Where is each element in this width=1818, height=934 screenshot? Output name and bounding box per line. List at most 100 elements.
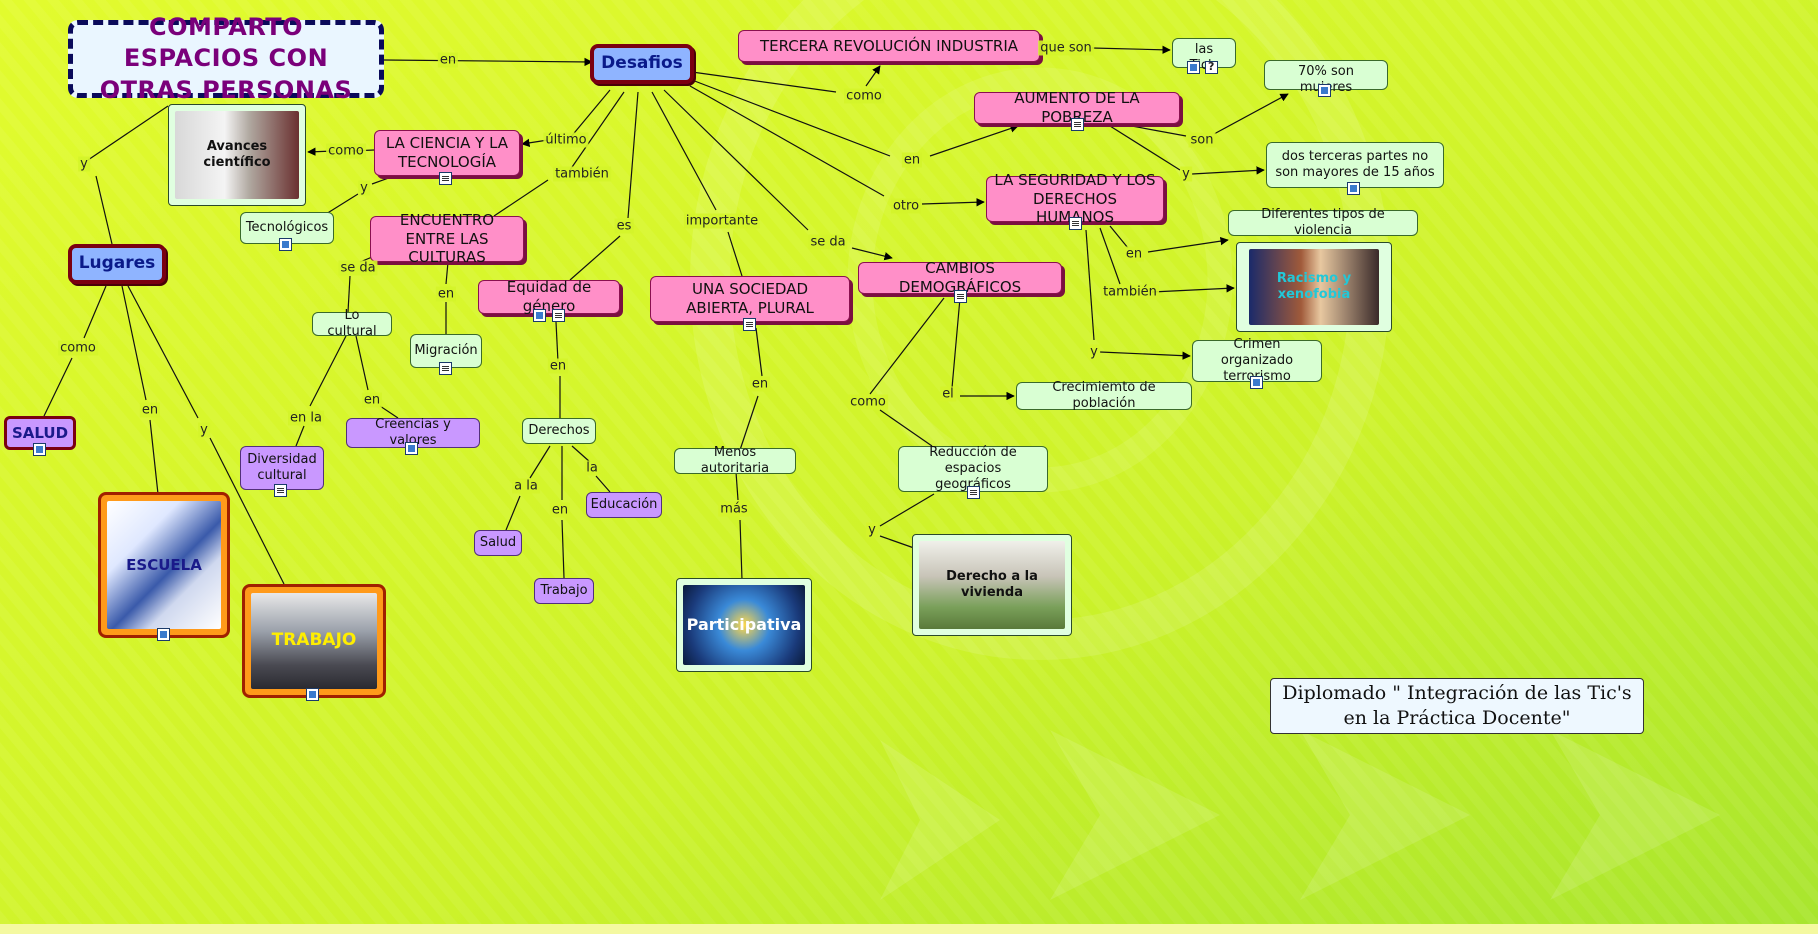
link-en-escuela	[149, 419, 159, 495]
document-resource-icon[interactable]	[1071, 118, 1084, 131]
node-seguridad[interactable]: LA SEGURIDAD Y LOS DERECHOS HUMANOS	[986, 171, 1164, 226]
node-participativa[interactable]: Participativa	[676, 578, 812, 672]
node-tercera[interactable]: TERCERA REVOLUCIÓN INDUSTRIA	[738, 30, 1040, 62]
node-violencia-label: Diferentes tipos de violencia	[1261, 206, 1385, 238]
document-resource-icon[interactable]	[439, 362, 452, 375]
link-cambios-como	[869, 297, 945, 395]
document-resource-icon[interactable]	[967, 486, 980, 499]
node-creencias[interactable]: Creencias y valores	[346, 416, 480, 448]
node-lo-cultural-label: Lo cultural	[327, 307, 377, 339]
document-resource-icon[interactable]	[954, 290, 967, 303]
link-menos-mas	[735, 471, 739, 501]
node-trabajo-main-label: TRABAJO	[271, 630, 357, 651]
node-terceras[interactable]: dos terceras partes no son mayores de 15…	[1266, 142, 1444, 188]
link-label: importante	[683, 213, 761, 229]
node-equidad[interactable]: Equidad de género	[478, 278, 620, 315]
question-resource-icon[interactable]	[1205, 60, 1218, 74]
node-lugares[interactable]: Lugares	[68, 244, 166, 284]
link-lugares-como	[83, 285, 107, 339]
node-sociedad[interactable]: UNA SOCIEDAD ABIERTA, PLURAL	[650, 276, 850, 322]
document-resource-icon[interactable]	[1069, 217, 1082, 230]
node-salud-small[interactable]: Salud	[474, 530, 522, 556]
link-derechos-ala	[529, 445, 551, 479]
image-resource-icon[interactable]	[1318, 84, 1331, 97]
node-menos[interactable]: Menos autoritaria	[674, 445, 796, 476]
link-label: también	[1101, 284, 1159, 300]
link-label: se da	[808, 234, 848, 250]
node-desafios[interactable]: Desafios	[590, 44, 694, 84]
link-label: en	[1123, 246, 1145, 262]
link-y-lugares	[95, 175, 113, 245]
node-reduccion[interactable]: Reducción de espacios geográficos	[898, 445, 1048, 492]
node-migracion[interactable]: Migración	[410, 334, 482, 368]
link-label: es	[614, 218, 634, 234]
link-label: y	[1180, 166, 1192, 182]
link-cambios-el	[951, 297, 961, 389]
link-encuentro-en	[445, 261, 449, 285]
link-desafios-en	[691, 79, 891, 157]
node-derechos-label: Derechos	[528, 422, 590, 438]
node-ciencia[interactable]: LA CIENCIA Y LA TECNOLOGÍA	[374, 130, 520, 176]
link-tambien-racismo	[1151, 284, 1235, 293]
link-label: son	[1188, 132, 1216, 148]
node-crecimiento[interactable]: Crecimiemto de población	[1016, 380, 1192, 411]
link-desafios-seda	[663, 89, 809, 231]
link-seda-cambios	[851, 247, 893, 261]
node-equidad-label: Equidad de género	[506, 278, 592, 315]
link-label: otro	[890, 198, 922, 214]
link-label: que son	[1038, 40, 1094, 56]
node-cambios[interactable]: CAMBIOS DEMOGRÁFICOS	[858, 259, 1062, 296]
node-tercera-label: TERCERA REVOLUCIÓN INDUSTRIA	[759, 36, 1019, 55]
node-lugares-label: Lugares	[78, 253, 156, 274]
image-resource-icon[interactable]	[306, 688, 319, 701]
document-resource-icon[interactable]	[552, 309, 565, 322]
node-derechos[interactable]: Derechos	[522, 418, 596, 444]
node-diversidad-label: Diversidad cultural	[247, 451, 317, 483]
document-resource-icon[interactable]	[439, 172, 452, 185]
node-encuentro-label: ENCUENTRO ENTRE LAS CULTURAS	[399, 210, 495, 267]
node-ciencia-label: LA CIENCIA Y LA TECNOLOGÍA	[385, 134, 509, 171]
link-label: como	[848, 394, 888, 410]
trabajo-photo	[251, 593, 377, 689]
node-violencia[interactable]: Diferentes tipos de violencia	[1228, 207, 1418, 238]
node-vivienda[interactable]: Derecho a la vivienda	[912, 534, 1072, 636]
image-resource-icon[interactable]	[157, 628, 170, 641]
node-crimen[interactable]: Crimen organizado terrorismo	[1192, 337, 1322, 384]
link-importante-sociedad	[727, 231, 743, 277]
node-racismo[interactable]: Racismo y xenofobia	[1236, 242, 1392, 332]
link-label: en	[901, 152, 923, 168]
link-desafios-otro	[689, 85, 885, 197]
node-avances[interactable]: Avances científico	[168, 104, 306, 206]
image-resource-icon[interactable]	[279, 238, 292, 251]
link-como-tercera	[865, 65, 881, 87]
node-creencias-label: Creencias y valores	[375, 416, 451, 448]
link-en-pobreza	[929, 124, 1019, 157]
node-lo-cultural[interactable]: Lo cultural	[312, 308, 392, 339]
footer-caption-text: Diplomado " Integración de las Tic's en …	[1282, 682, 1632, 729]
image-resource-icon[interactable]	[533, 309, 546, 322]
node-tics[interactable]: las Tic's	[1172, 38, 1236, 73]
node-vivienda-label: Derecho a la vivienda	[946, 568, 1038, 600]
node-mujeres[interactable]: 70% son mujeres	[1264, 60, 1388, 95]
image-resource-icon[interactable]	[1250, 376, 1263, 389]
node-sociedad-label: UNA SOCIEDAD ABIERTA, PLURAL	[686, 280, 814, 317]
link-lugares-en	[121, 285, 147, 401]
link-derechos-la	[571, 445, 591, 463]
node-diversidad[interactable]: Diversidad cultural	[240, 446, 324, 490]
link-en-menos	[739, 395, 759, 451]
document-resource-icon[interactable]	[743, 318, 756, 331]
link-label: en la	[288, 410, 324, 426]
node-encuentro[interactable]: ENCUENTRO ENTRE LAS CULTURAS	[370, 211, 524, 266]
node-salud-main-label: SALUD	[11, 423, 69, 442]
node-educacion[interactable]: Educación	[586, 492, 662, 518]
node-trabajo-main[interactable]: TRABAJO	[242, 584, 386, 698]
link-desafios-ultimo	[569, 89, 611, 139]
node-escuela[interactable]: ESCUELA	[98, 492, 230, 638]
image-resource-icon[interactable]	[405, 442, 418, 455]
document-resource-icon[interactable]	[274, 484, 287, 497]
image-resource-icon[interactable]	[33, 443, 46, 456]
image-resource-icon[interactable]	[1347, 182, 1360, 195]
node-trabajo-small[interactable]: Trabajo	[534, 578, 594, 604]
image-resource-icon[interactable]	[1187, 61, 1200, 74]
